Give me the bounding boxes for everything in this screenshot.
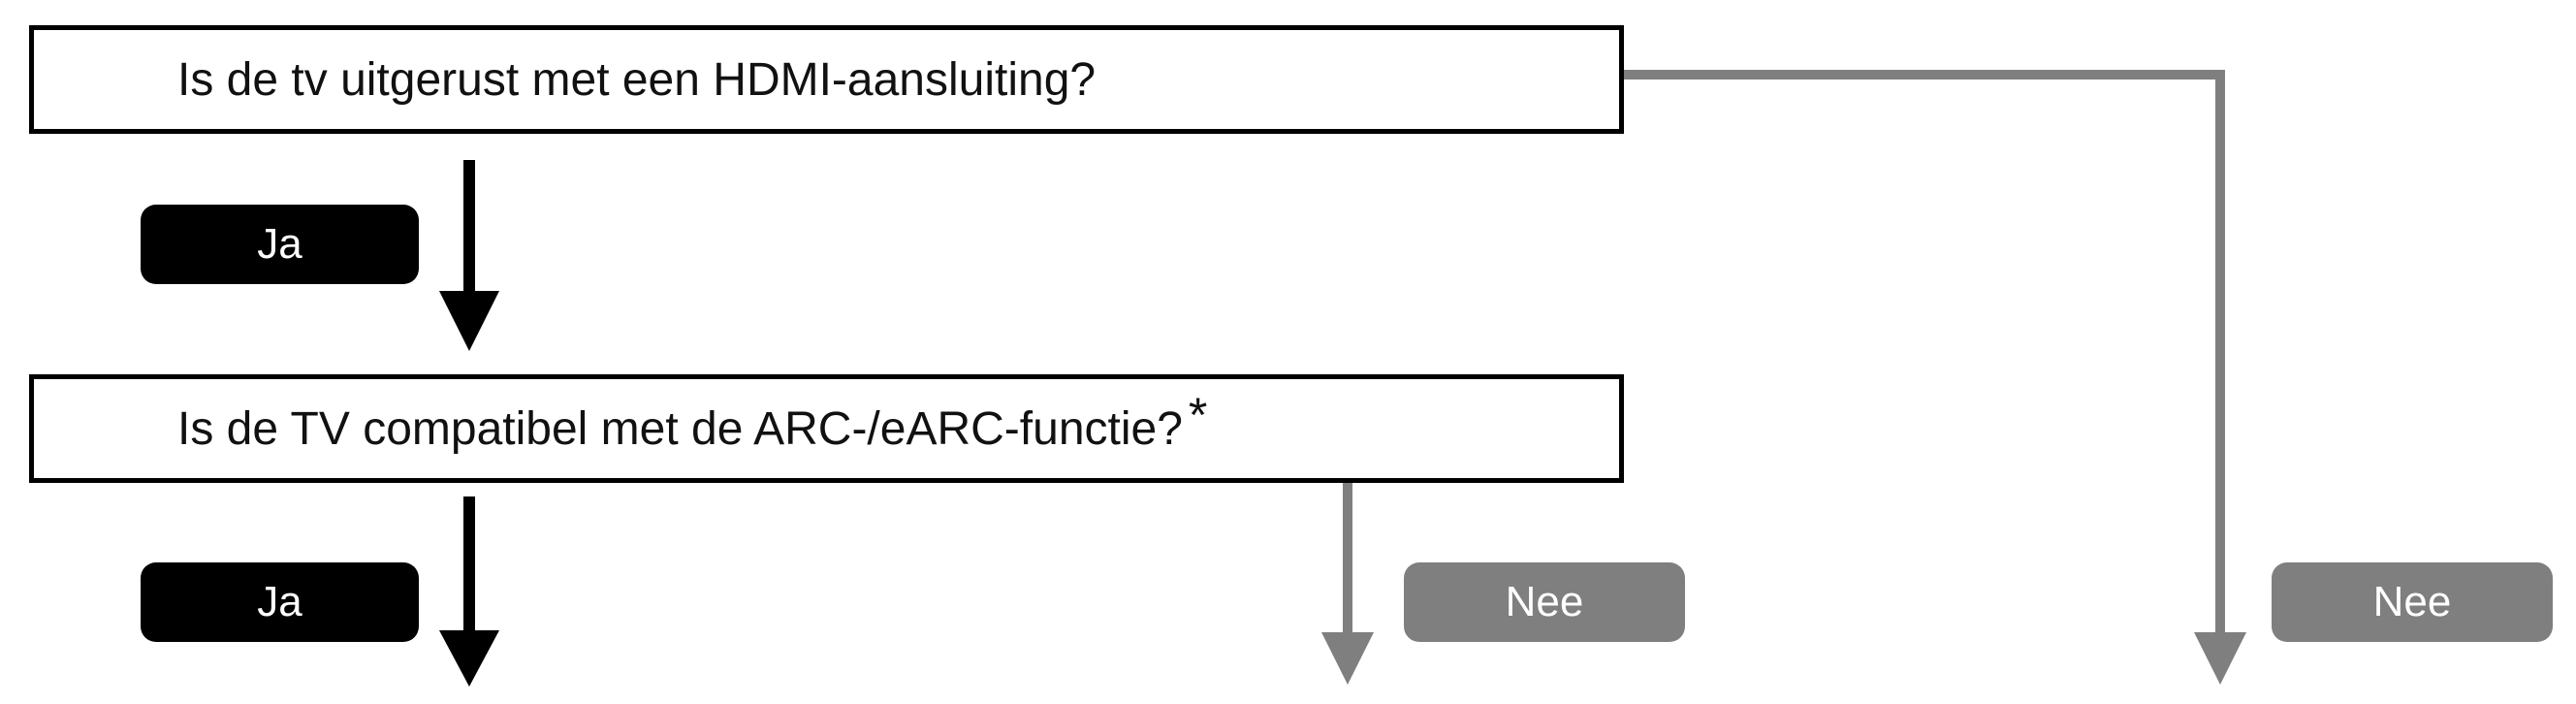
- yes-label-hdmi: Ja: [141, 205, 419, 284]
- yes-label-arc: Ja: [141, 562, 419, 642]
- footnote-asterisk: *: [1188, 388, 1208, 442]
- question-text-hdmi: Is de tv uitgerust met een HDMI-aansluit…: [177, 53, 1097, 106]
- question-box-arc: Is de TV compatibel met de ARC-/eARC-fun…: [29, 374, 1624, 483]
- no-label-hdmi: Nee: [2272, 562, 2553, 642]
- no-label-arc: Nee: [1404, 562, 1685, 642]
- question-box-hdmi: Is de tv uitgerust met een HDMI-aansluit…: [29, 25, 1624, 134]
- no-label-hdmi-text: Nee: [2372, 578, 2452, 625]
- no-arrow-head-hdmi: [2194, 632, 2246, 685]
- yes-arrow-head-2: [439, 630, 499, 687]
- no-arrow-head-arc: [1321, 632, 1374, 685]
- yes-label-arc-text: Ja: [257, 578, 302, 625]
- no-arrow-shaft-hdmi: [1624, 70, 2225, 645]
- question-text-arc: Is de TV compatibel met de ARC-/eARC-fun…: [177, 402, 1183, 455]
- no-label-arc-text: Nee: [1505, 578, 1584, 625]
- yes-arrow-head-1: [439, 291, 499, 351]
- yes-label-hdmi-text: Ja: [257, 220, 302, 268]
